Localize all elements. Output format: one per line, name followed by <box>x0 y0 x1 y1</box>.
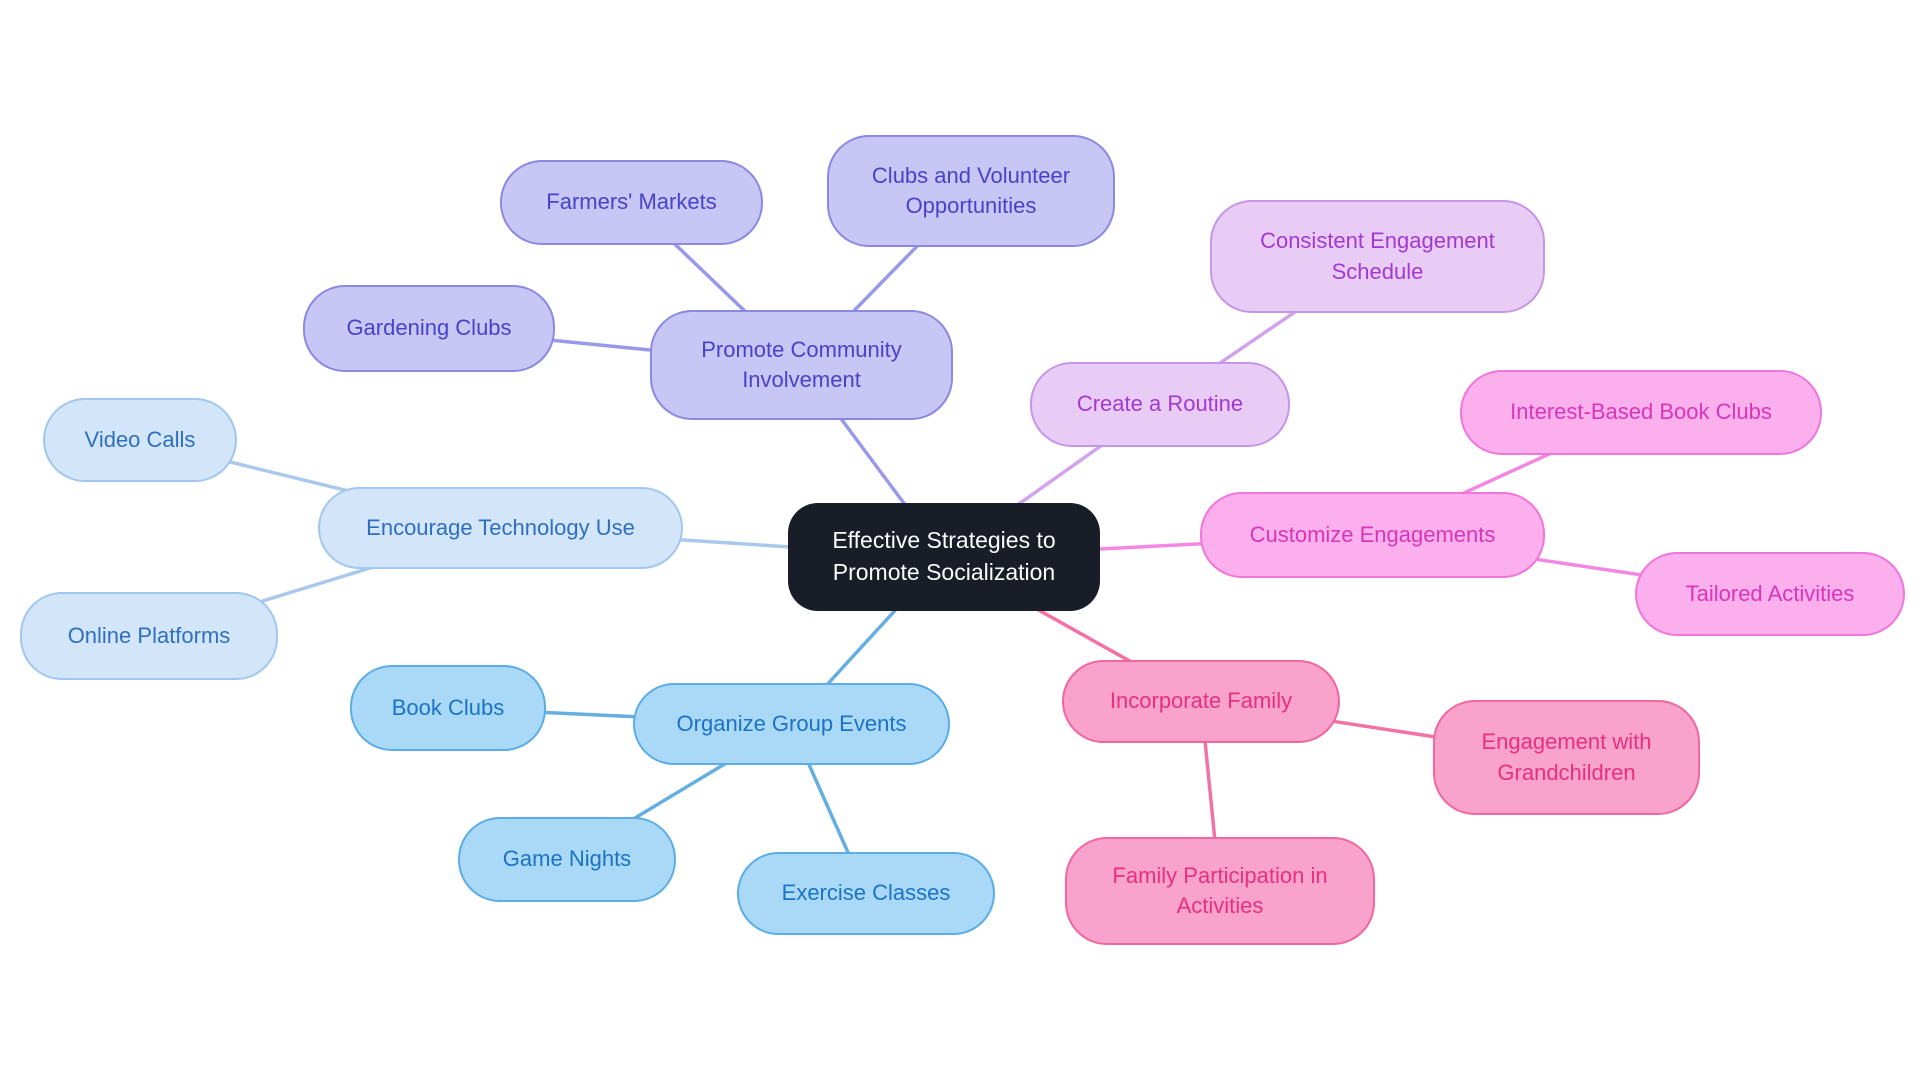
node-book-clubs[interactable]: Book Clubs <box>350 665 546 751</box>
node-label: Book Clubs <box>391 694 505 720</box>
node-customize-engagements[interactable]: Customize Engagements <box>1200 492 1545 578</box>
node-tailored-activities[interactable]: Tailored Activities <box>1635 552 1905 636</box>
node-label: Engagement with Grandchildren <box>1481 729 1652 785</box>
node-label: Consistent Engagement Schedule <box>1260 228 1495 284</box>
node-family-participation-in-activities[interactable]: Family Participation in Activities <box>1065 837 1375 945</box>
node-incorporate-family[interactable]: Incorporate Family <box>1062 660 1340 743</box>
node-consistent-engagement-schedule[interactable]: Consistent Engagement Schedule <box>1210 200 1545 313</box>
node-label: Clubs and Volunteer Opportunities <box>871 162 1071 218</box>
node-encourage-technology-use[interactable]: Encourage Technology Use <box>318 487 683 569</box>
node-farmers-markets[interactable]: Farmers' Markets <box>500 160 763 245</box>
node-clubs-and-volunteer-opportunities[interactable]: Clubs and Volunteer Opportunities <box>827 135 1115 247</box>
node-promote-community-involvement[interactable]: Promote Community Involvement <box>650 310 953 420</box>
node-interest-based-book-clubs[interactable]: Interest-Based Book Clubs <box>1460 370 1822 455</box>
node-central-effective-strategies[interactable]: Effective Strategies to Promote Socializ… <box>788 503 1100 611</box>
node-label: Organize Group Events <box>676 710 907 736</box>
node-label: Tailored Activities <box>1685 580 1855 606</box>
node-engagement-with-grandchildren[interactable]: Engagement with Grandchildren <box>1433 700 1700 815</box>
node-label: Encourage Technology Use <box>366 514 635 540</box>
node-label: Video Calls <box>84 426 196 452</box>
node-label: Customize Engagements <box>1249 521 1496 547</box>
node-label: Game Nights <box>502 846 632 872</box>
node-label: Incorporate Family <box>1109 688 1293 714</box>
node-label: Create a Routine <box>1076 391 1244 417</box>
node-game-nights[interactable]: Game Nights <box>458 817 676 902</box>
node-label: Promote Community Involvement <box>701 336 902 392</box>
node-online-platforms[interactable]: Online Platforms <box>20 592 278 680</box>
node-label: Farmers' Markets <box>546 189 717 215</box>
node-video-calls[interactable]: Video Calls <box>43 398 237 482</box>
node-label: Online Platforms <box>67 622 231 648</box>
node-label: Family Participation in Activities <box>1112 862 1328 918</box>
node-label: Exercise Classes <box>781 880 951 906</box>
node-exercise-classes[interactable]: Exercise Classes <box>737 852 995 935</box>
node-gardening-clubs[interactable]: Gardening Clubs <box>303 285 555 372</box>
node-label: Interest-Based Book Clubs <box>1510 399 1772 425</box>
node-label: Effective Strategies to Promote Socializ… <box>832 527 1056 585</box>
node-label: Gardening Clubs <box>346 315 512 341</box>
node-organize-group-events[interactable]: Organize Group Events <box>633 683 950 765</box>
node-create-a-routine[interactable]: Create a Routine <box>1030 362 1290 447</box>
